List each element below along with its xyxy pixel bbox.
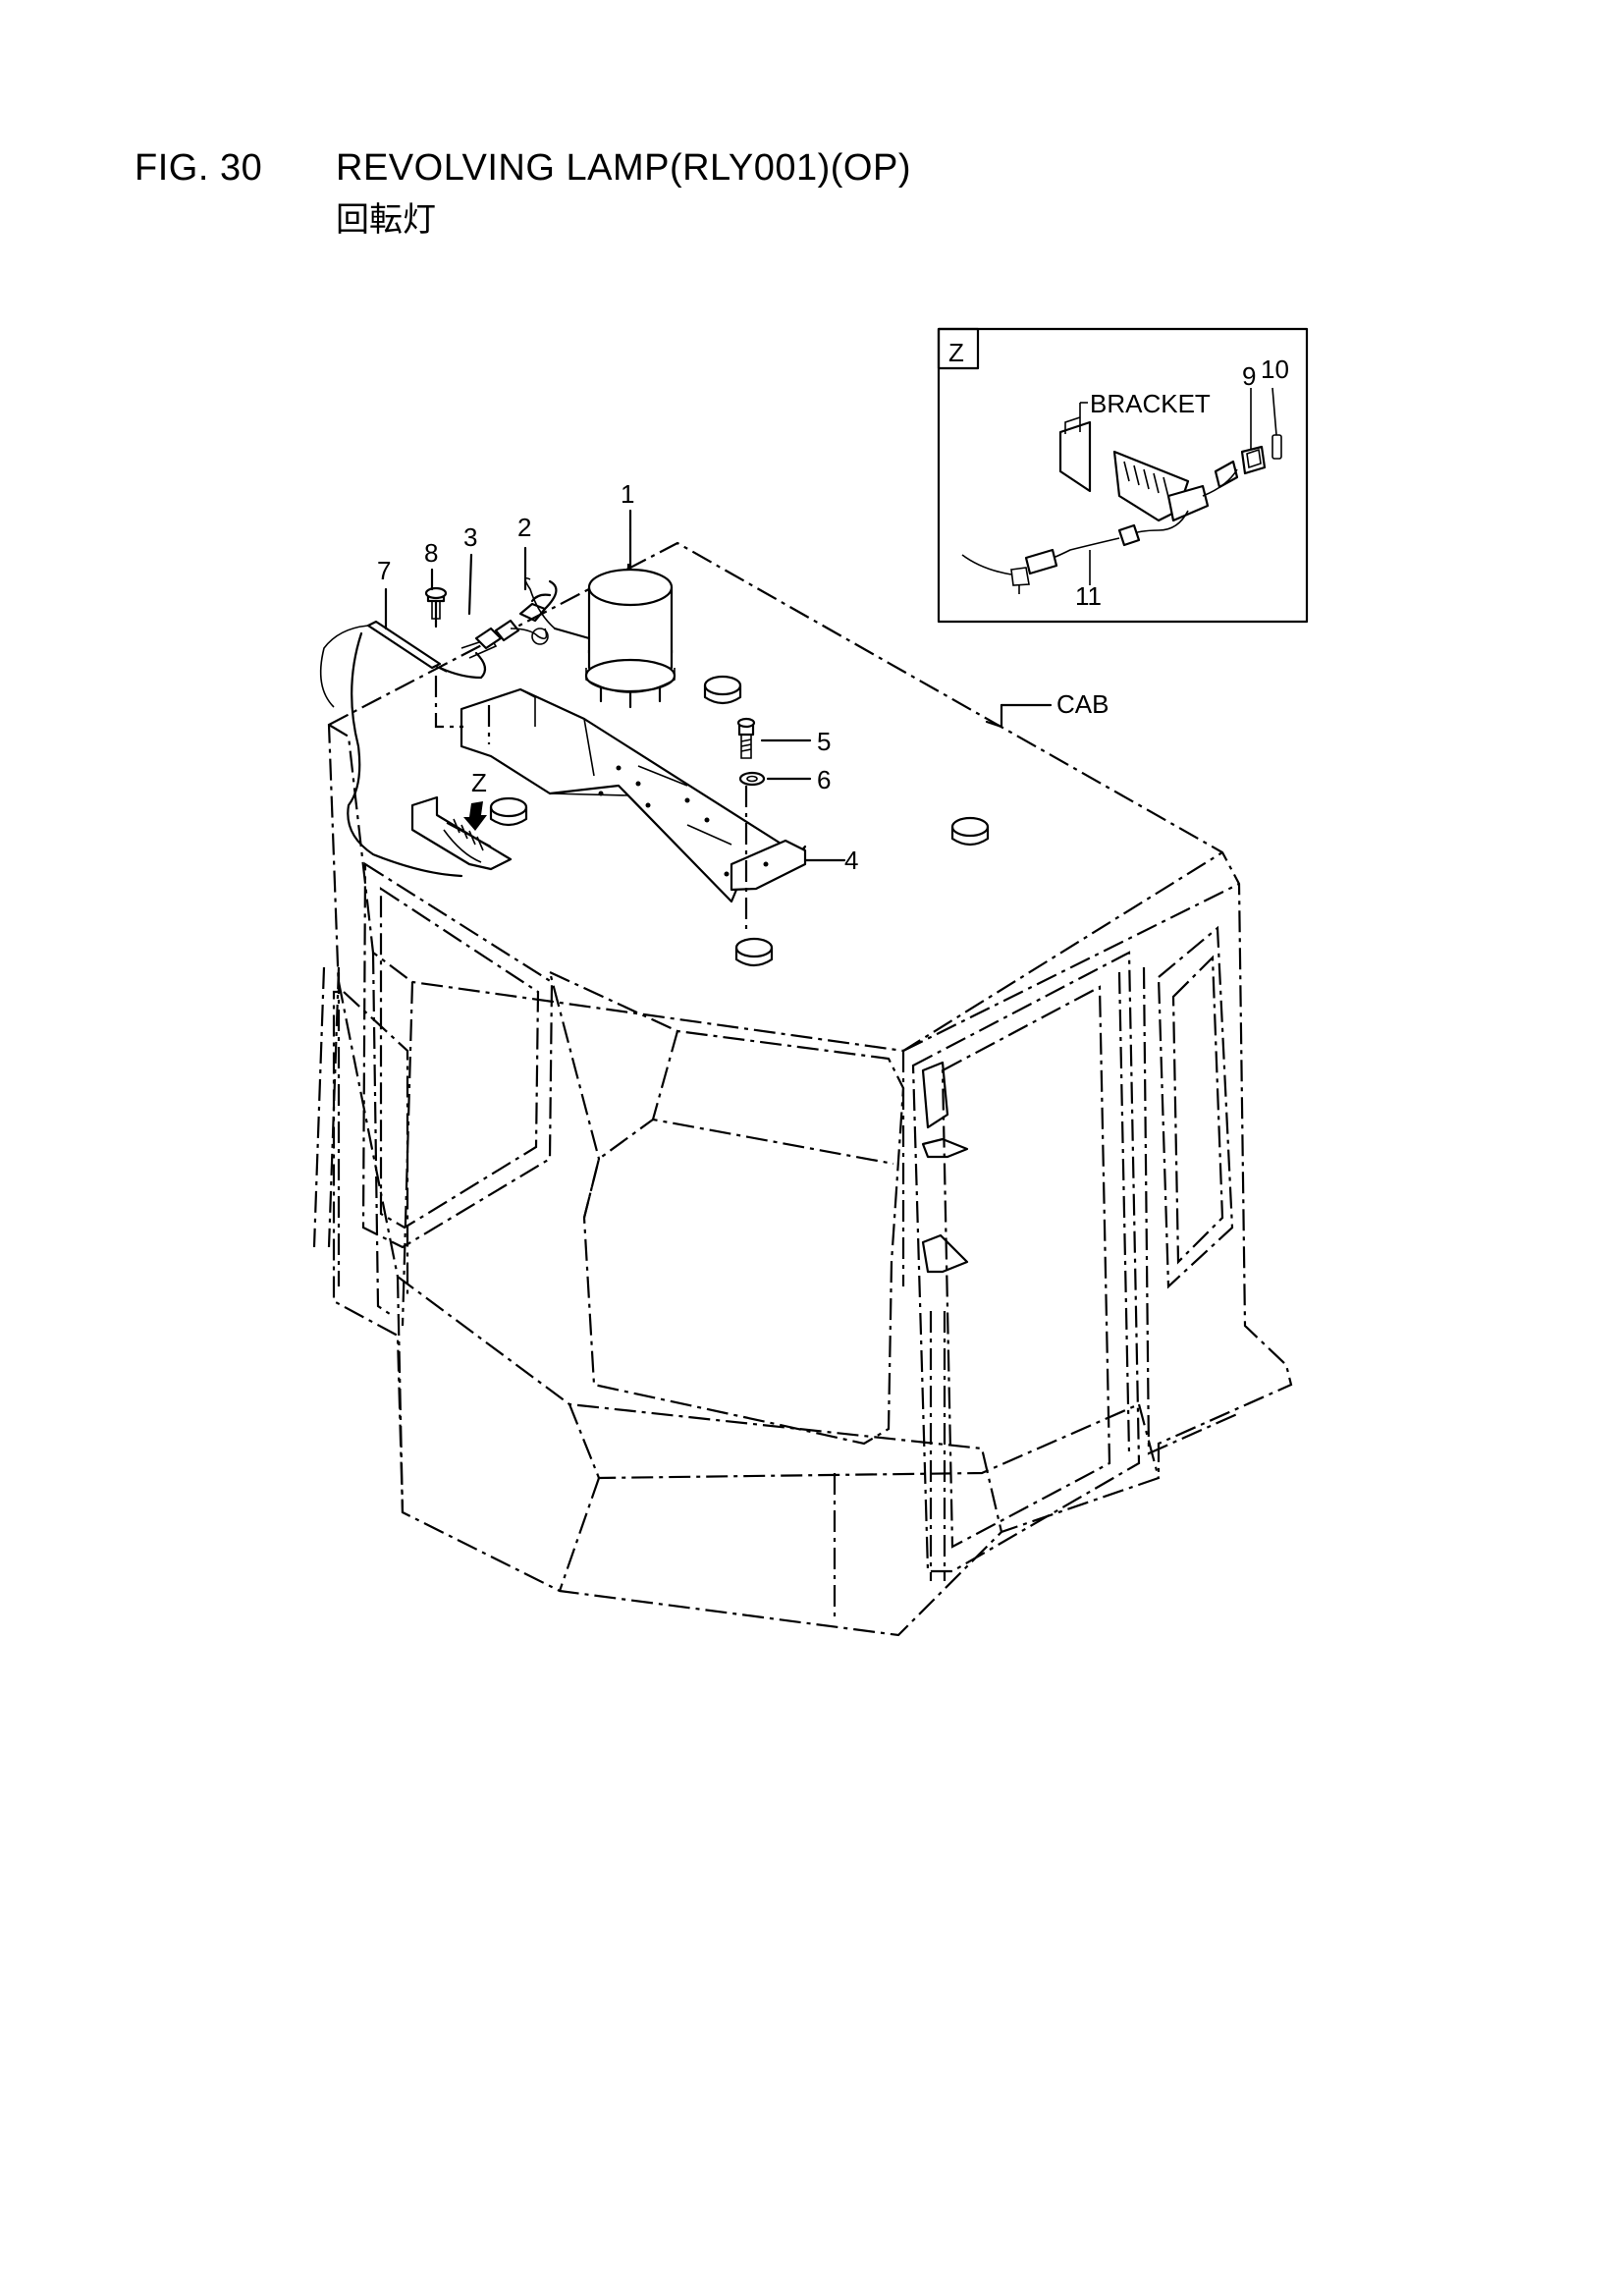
detail-view-z	[937, 327, 1309, 624]
callout-4: 4	[844, 846, 858, 875]
figure-subtitle: 回転灯	[336, 201, 436, 239]
washer-part-6	[738, 771, 812, 787]
cab-label: CAB	[1056, 689, 1109, 719]
leader-lines	[384, 509, 1053, 729]
cab-outline	[312, 541, 1293, 1637]
callout-9: 9	[1242, 361, 1256, 391]
callout-7: 7	[377, 556, 391, 585]
view-z-label: Z	[948, 338, 964, 367]
wiring-harness-parts-2-3-7-8	[319, 579, 558, 878]
mounting-bracket-part-4	[434, 564, 846, 929]
callout-8: 8	[424, 538, 438, 568]
callout-1: 1	[621, 479, 634, 509]
callout-6: 6	[817, 765, 831, 794]
figure-number: FIG. 30	[135, 147, 263, 189]
view-z-arrow-label: Z	[471, 768, 487, 797]
callout-2: 2	[517, 513, 531, 542]
connector-bracket-location	[410, 795, 513, 871]
bracket-label: BRACKET	[1090, 389, 1211, 418]
revolving-lamp-part-1	[524, 528, 676, 709]
callout-3: 3	[463, 522, 477, 552]
figure-title: REVOLVING LAMP(RLY001)(OP)	[336, 147, 911, 189]
callout-5: 5	[817, 727, 831, 756]
bolt-part-5	[736, 717, 812, 759]
callout-10: 10	[1261, 355, 1289, 384]
callout-11: 11	[1075, 581, 1102, 611]
